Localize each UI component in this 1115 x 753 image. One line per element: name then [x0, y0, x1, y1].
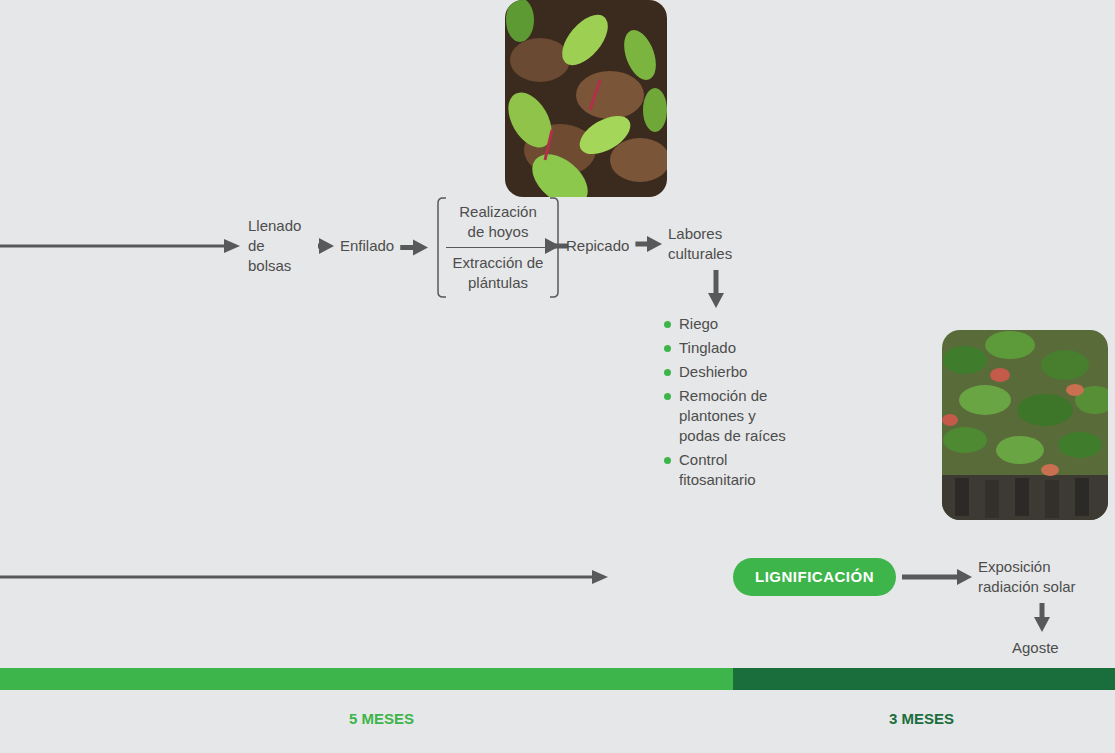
list-item: Tinglado	[662, 338, 812, 358]
arrow-head	[224, 239, 240, 253]
flow-arrow	[635, 236, 662, 252]
bullet-dot	[664, 393, 671, 400]
step-label: Realización de hoyos	[452, 202, 544, 242]
timeline-line	[0, 245, 224, 248]
timeline-line	[0, 576, 592, 579]
bullet-dot	[664, 345, 671, 352]
list-item: Control fitosanitario	[662, 450, 812, 490]
duration-label: 3 MESES	[889, 710, 954, 727]
step-text: Repicado	[566, 236, 629, 256]
arrow-head	[708, 293, 724, 308]
step-text: Llenado de bolsas	[248, 216, 312, 276]
flow-arrow	[318, 238, 334, 254]
arrow-head	[413, 240, 428, 256]
phase-label: LIGNIFICACIÓN	[755, 567, 874, 587]
phase-pill: LIGNIFICACIÓN	[733, 558, 896, 596]
flow-arrow	[400, 240, 428, 256]
plants-photo	[942, 330, 1108, 520]
task-list: RiegoTingladoDeshierboRemoción de planto…	[662, 314, 812, 494]
flow-arrow	[1034, 603, 1050, 632]
task-label: Deshierbo	[679, 362, 797, 382]
arrow-head	[647, 236, 662, 252]
step-label: Repicado	[566, 236, 629, 256]
bracket-group: Realización de hoyosExtracción de plántu…	[434, 196, 562, 299]
duration-bar	[0, 668, 733, 690]
arrow-shaft	[714, 270, 719, 296]
step-text: Labores culturales	[668, 224, 764, 264]
step-label: Enfilado	[340, 236, 394, 256]
task-label: Riego	[679, 314, 797, 334]
bullet-dot	[664, 457, 671, 464]
flow-arrow	[708, 270, 724, 308]
step-text: Agoste	[1012, 638, 1059, 658]
flow-arrow	[902, 569, 972, 585]
divider-line	[446, 247, 550, 248]
step-text: Enfilado	[340, 236, 394, 256]
duration-bar	[733, 668, 1115, 690]
arrow-shaft	[902, 575, 960, 580]
step-label: Exposición radiación solar	[978, 557, 1106, 597]
list-item: Remoción de plantones y podas de raíces	[662, 386, 812, 446]
arrow-head	[319, 238, 334, 254]
duration-label: 5 MESES	[349, 710, 414, 727]
arrow-head	[957, 569, 972, 585]
bullet-dot	[664, 321, 671, 328]
arrow-head	[1034, 617, 1050, 632]
step-label: Extracción de plántulas	[452, 253, 544, 293]
arrow-head	[592, 570, 608, 584]
step-text: Exposición radiación solar	[978, 557, 1106, 597]
step-label: Labores culturales	[668, 224, 764, 264]
seedling-photo	[505, 0, 667, 197]
task-label: Remoción de plantones y podas de raíces	[679, 386, 797, 446]
task-label: Tinglado	[679, 338, 797, 358]
flow-arrow	[545, 238, 568, 254]
step-label: Agoste	[1012, 638, 1059, 658]
step-label: Llenado de bolsas	[248, 216, 312, 276]
list-item: Deshierbo	[662, 362, 812, 382]
task-label: Control fitosanitario	[679, 450, 797, 490]
list-item: Riego	[662, 314, 812, 334]
bullet-dot	[664, 369, 671, 376]
